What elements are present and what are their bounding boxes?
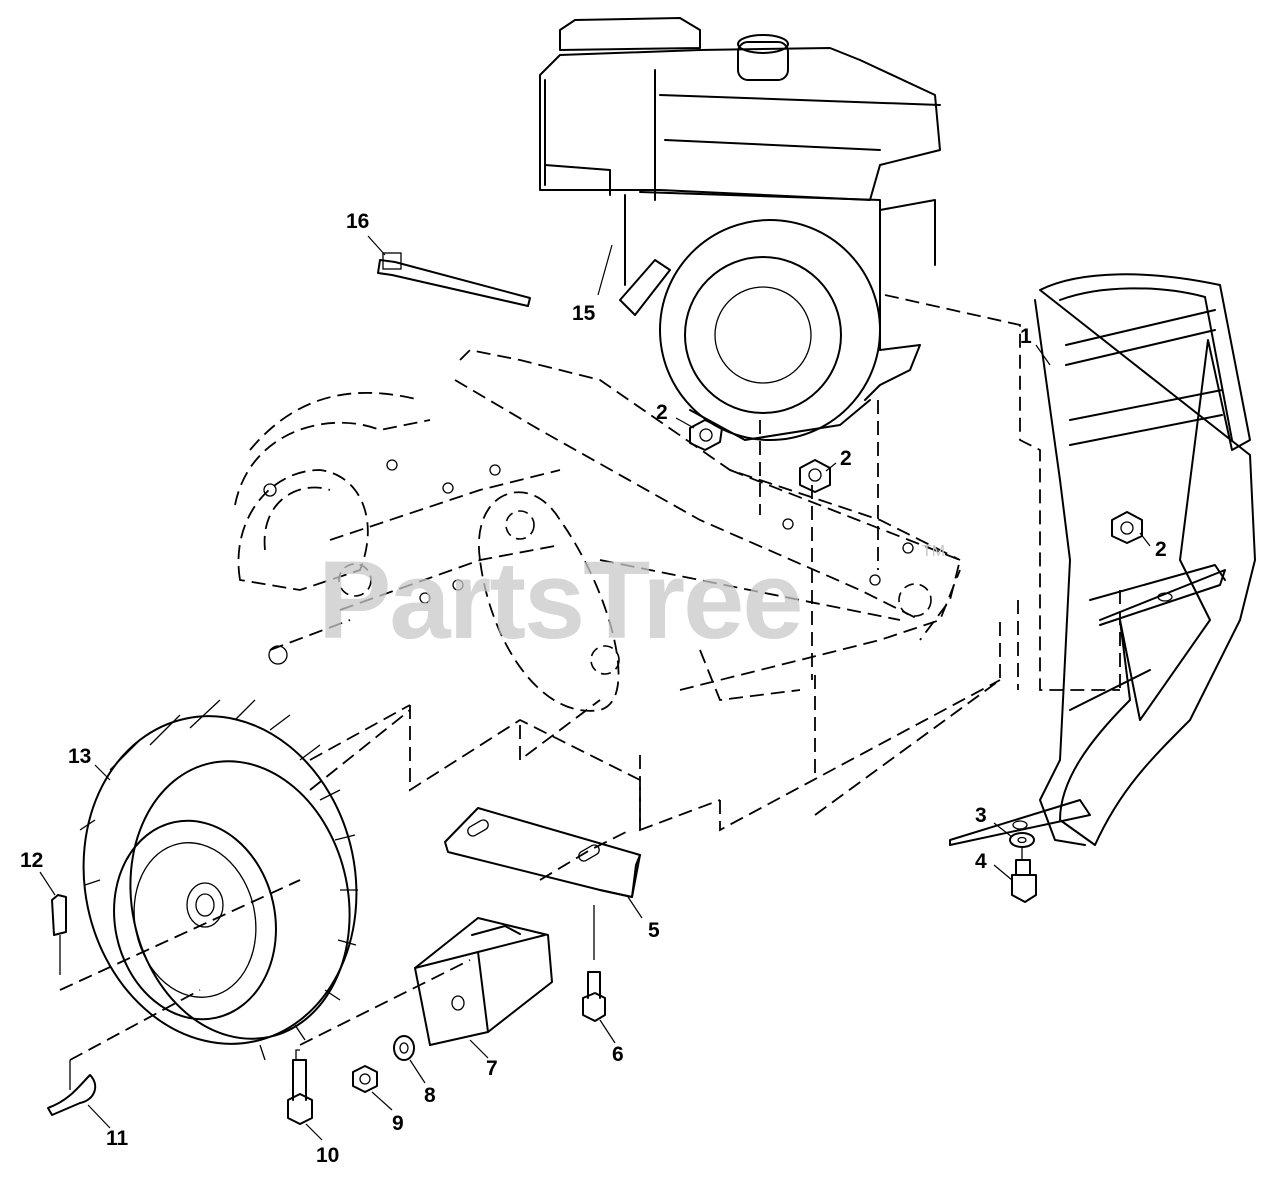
bolt-part-6 <box>582 905 606 1022</box>
callout-13: 13 <box>68 745 91 768</box>
callout-15: 15 <box>572 302 596 325</box>
callout-2-frame-nut: 2 <box>840 447 852 470</box>
watermark-trademark: TM <box>922 543 945 560</box>
callout-10: 10 <box>316 1144 339 1167</box>
callout-2-engine-nut: 2 <box>656 401 668 424</box>
washer-and-bolt-parts <box>1009 832 1037 903</box>
callout-11: 11 <box>106 1127 129 1150</box>
callout-6: 6 <box>612 1043 624 1066</box>
engine-part <box>539 17 941 441</box>
bumper-handle-part <box>949 273 1256 846</box>
throttle-rod-part <box>377 252 531 307</box>
lock-nut-parts <box>689 419 1143 544</box>
callout-8: 8 <box>424 1084 436 1107</box>
callout-4: 4 <box>975 850 987 873</box>
callout-5: 5 <box>648 919 660 942</box>
callout-2-bumper-nut: 2 <box>1155 538 1167 561</box>
tine-assembly-part <box>234 349 962 712</box>
wheel-tire-part <box>47 699 411 1116</box>
callout-16: 16 <box>346 210 369 233</box>
callout-3: 3 <box>975 804 987 827</box>
callout-9: 9 <box>392 1112 404 1135</box>
hardware-parts-8-9-10 <box>287 959 471 1125</box>
leader-lines <box>39 235 1151 1141</box>
callout-12: 12 <box>20 849 43 872</box>
assembly-reference-lines <box>309 294 1121 881</box>
bracket-part <box>444 807 641 898</box>
weight-block-part <box>414 917 553 1046</box>
watermark: PartsTree <box>318 539 801 662</box>
callout-1: 1 <box>1020 325 1032 348</box>
callout-7: 7 <box>486 1057 498 1080</box>
